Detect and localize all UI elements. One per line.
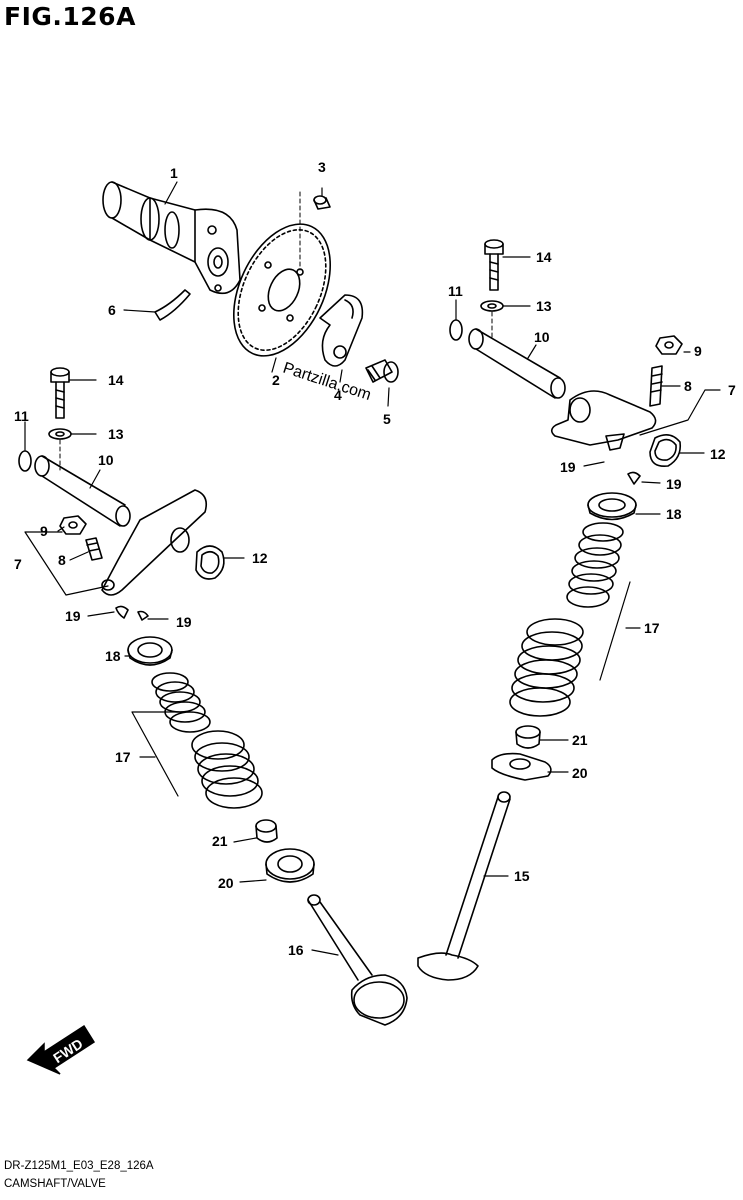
- dowel-pin-part: [299, 191, 331, 271]
- right-spring-retainer-18: [587, 492, 637, 521]
- left-adjuster-nut-9: [59, 515, 87, 535]
- right-valve-15: [417, 791, 511, 981]
- drawing-code: DR-Z125M1_E03_E28_126A: [4, 1160, 154, 1172]
- left-rocker-shaft-10: [34, 439, 131, 527]
- camshaft-part: [102, 181, 241, 295]
- callout-right-10: 10: [534, 329, 550, 345]
- left-oring-11: [18, 450, 32, 472]
- watermark-text: Partzilla.com: [281, 360, 373, 404]
- callout-left-18: 18: [105, 648, 121, 664]
- callout-4: 4: [334, 387, 342, 403]
- callout-left-20: 20: [218, 875, 234, 891]
- left-spring-retainer-18: [127, 636, 173, 666]
- left-cotters-19: [115, 605, 149, 621]
- right-bolt-14: [484, 239, 504, 291]
- callout-left-17: 17: [115, 749, 131, 765]
- cam-sprocket-part: [232, 223, 332, 357]
- callout-right-11: 11: [448, 283, 463, 299]
- callout-right-9: 9: [694, 343, 702, 359]
- right-valve-seal-21: [515, 725, 541, 749]
- callout-2: 2: [272, 372, 280, 388]
- callout-right-17: 17: [644, 620, 660, 636]
- drawing-description: CAMSHAFT/VALVE: [4, 1178, 106, 1190]
- left-washer-13: [48, 428, 72, 440]
- callout-right-21: 21: [572, 732, 588, 748]
- callout-right-13: 13: [536, 298, 552, 314]
- callout-right-15: 15: [514, 868, 530, 884]
- left-valve-seal-21: [255, 819, 278, 843]
- callout-left-10: 10: [98, 452, 114, 468]
- fwd-arrow-icon: FWD: [26, 1024, 96, 1075]
- callout-left-21: 21: [212, 833, 228, 849]
- callout-right-18: 18: [666, 506, 682, 522]
- callout-left-8: 8: [58, 552, 66, 568]
- callout-left-9: 9: [40, 523, 48, 539]
- figure-title: FIG.126A: [4, 2, 136, 31]
- callout-left-13: 13: [108, 426, 124, 442]
- right-valve-spring-inner-17: [566, 522, 624, 608]
- left-gasket-12: [195, 545, 225, 580]
- right-oring-11: [449, 319, 463, 341]
- callout-right-14: 14: [536, 249, 552, 265]
- callout-1: 1: [170, 165, 178, 181]
- left-rocker-arm-7: [101, 489, 208, 596]
- left-spring-seat-20: [265, 848, 315, 883]
- callout-left-19a: 19: [65, 608, 81, 624]
- callout-left-19b: 19: [176, 614, 192, 630]
- right-adjuster-nut-9: [655, 335, 683, 355]
- callout-left-14: 14: [108, 372, 124, 388]
- callout-left-16: 16: [288, 942, 304, 958]
- callout-6: 6: [108, 302, 116, 318]
- right-gasket-12: [649, 434, 682, 468]
- right-spring-seat-20: [491, 752, 552, 781]
- callout-left-7: 7: [14, 556, 22, 572]
- callout-right-12: 12: [710, 446, 726, 462]
- left-valve-spring-outer-17: [191, 730, 263, 809]
- right-valve-spring-outer-17: [509, 618, 584, 717]
- left-valve-spring-inner-17: [151, 672, 211, 733]
- callout-right-8: 8: [684, 378, 692, 394]
- right-adjust-screw-8: [649, 365, 663, 407]
- callout-right-20: 20: [572, 765, 588, 781]
- callout-5: 5: [383, 411, 391, 427]
- callout-right-7: 7: [728, 382, 736, 398]
- callout-3: 3: [318, 159, 326, 175]
- callout-left-11: 11: [14, 408, 29, 424]
- spring-6-part: [154, 289, 191, 321]
- callout-right-19a: 19: [560, 459, 576, 475]
- right-washer-13: [480, 300, 504, 312]
- left-bolt-14: [50, 367, 70, 419]
- left-valve-16: [307, 894, 408, 1026]
- bolt-5-part: [365, 359, 399, 383]
- right-cotters-19: [605, 433, 641, 485]
- right-rocker-shaft-10: [468, 311, 566, 399]
- callout-right-19b: 19: [666, 476, 682, 492]
- left-adjust-screw-8: [85, 537, 103, 561]
- callout-left-12: 12: [252, 550, 268, 566]
- right-rocker-arm-7: [550, 390, 657, 446]
- decomp-lever-part: [319, 294, 364, 367]
